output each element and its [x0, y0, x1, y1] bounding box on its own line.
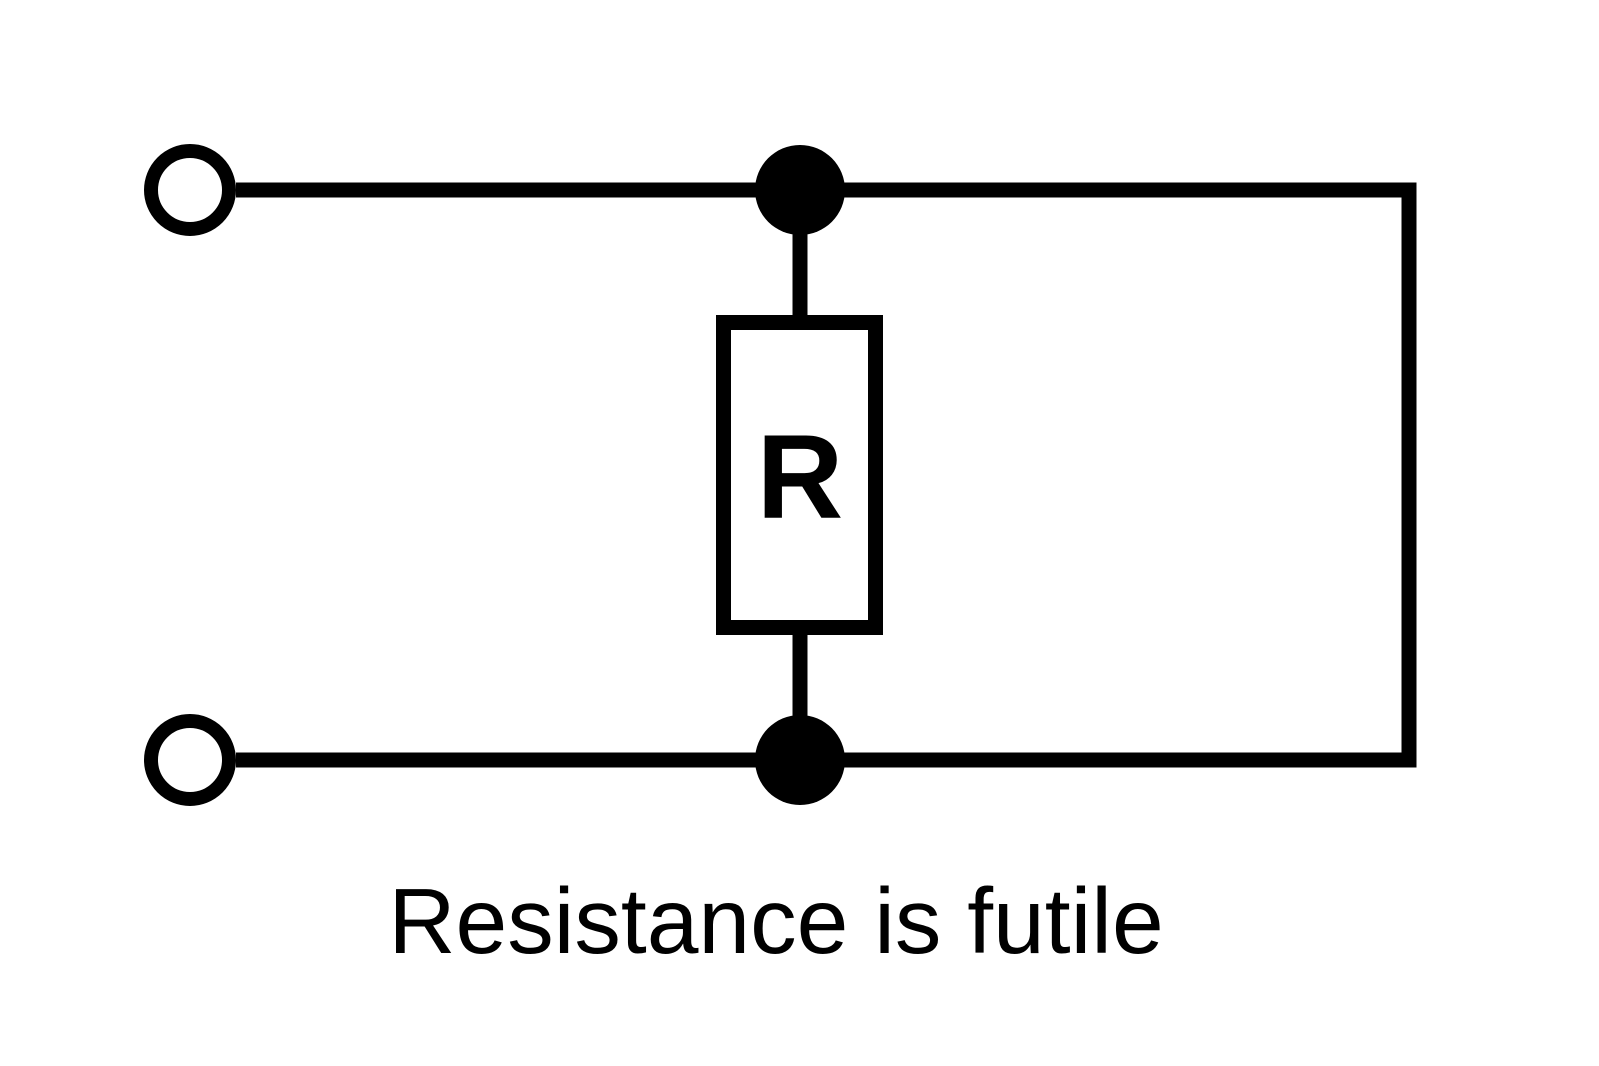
- resistor-label: R: [757, 410, 844, 544]
- top-terminal-icon: [144, 144, 236, 236]
- resistor-body: [716, 315, 883, 635]
- caption: Resistance is futile: [388, 869, 1163, 973]
- bottom-junction-dot-icon: [755, 715, 845, 805]
- top-junction-dot-icon: [755, 145, 845, 235]
- bottom-terminal-icon: [144, 714, 236, 806]
